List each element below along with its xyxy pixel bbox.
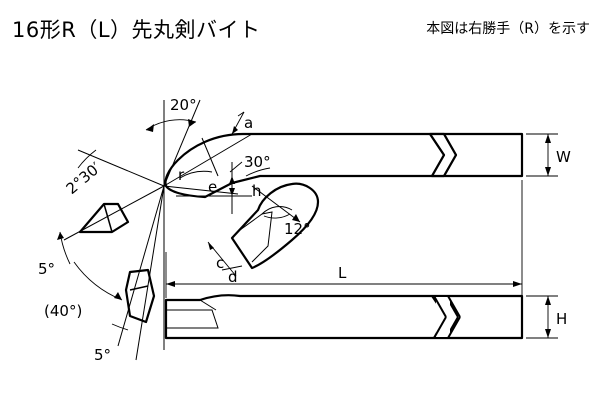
angle-40-label: (40°)	[44, 302, 82, 320]
angle-5-lower-label: 5°	[94, 346, 111, 364]
tip-dimensions	[207, 111, 301, 277]
dim-e-label: e	[208, 178, 217, 196]
page-title: 16形R（L）先丸剣バイト	[12, 18, 261, 42]
side-view-shank	[164, 294, 524, 340]
width-dimension	[526, 133, 558, 177]
dim-a-label: a	[244, 114, 253, 132]
figure-note: 本図は右勝手（R）を示す	[426, 21, 590, 37]
construction-lines	[63, 99, 253, 361]
tip-section-view	[230, 182, 320, 270]
dim-h-label: h	[252, 182, 262, 200]
left-detail-bottom	[124, 268, 156, 324]
height-dimension	[526, 295, 558, 339]
dim-d-label: d	[228, 268, 238, 286]
top-view-shank	[164, 132, 524, 199]
dim-L-label: L	[338, 264, 347, 282]
angle-arcs	[57, 119, 291, 331]
angle-2-30-label: 2°30′	[63, 158, 105, 198]
dim-r-label: r	[178, 166, 185, 184]
length-dimension	[165, 180, 523, 298]
angle-12-label: 12°	[284, 220, 311, 238]
angle-5-upper-label: 5°	[38, 260, 55, 278]
dim-H-label: H	[556, 310, 567, 328]
angle-20-label: 20°	[170, 96, 197, 114]
dim-W-label: W	[556, 148, 571, 166]
angle-30-label: 30°	[244, 153, 271, 171]
dim-c-label: c	[216, 254, 224, 272]
